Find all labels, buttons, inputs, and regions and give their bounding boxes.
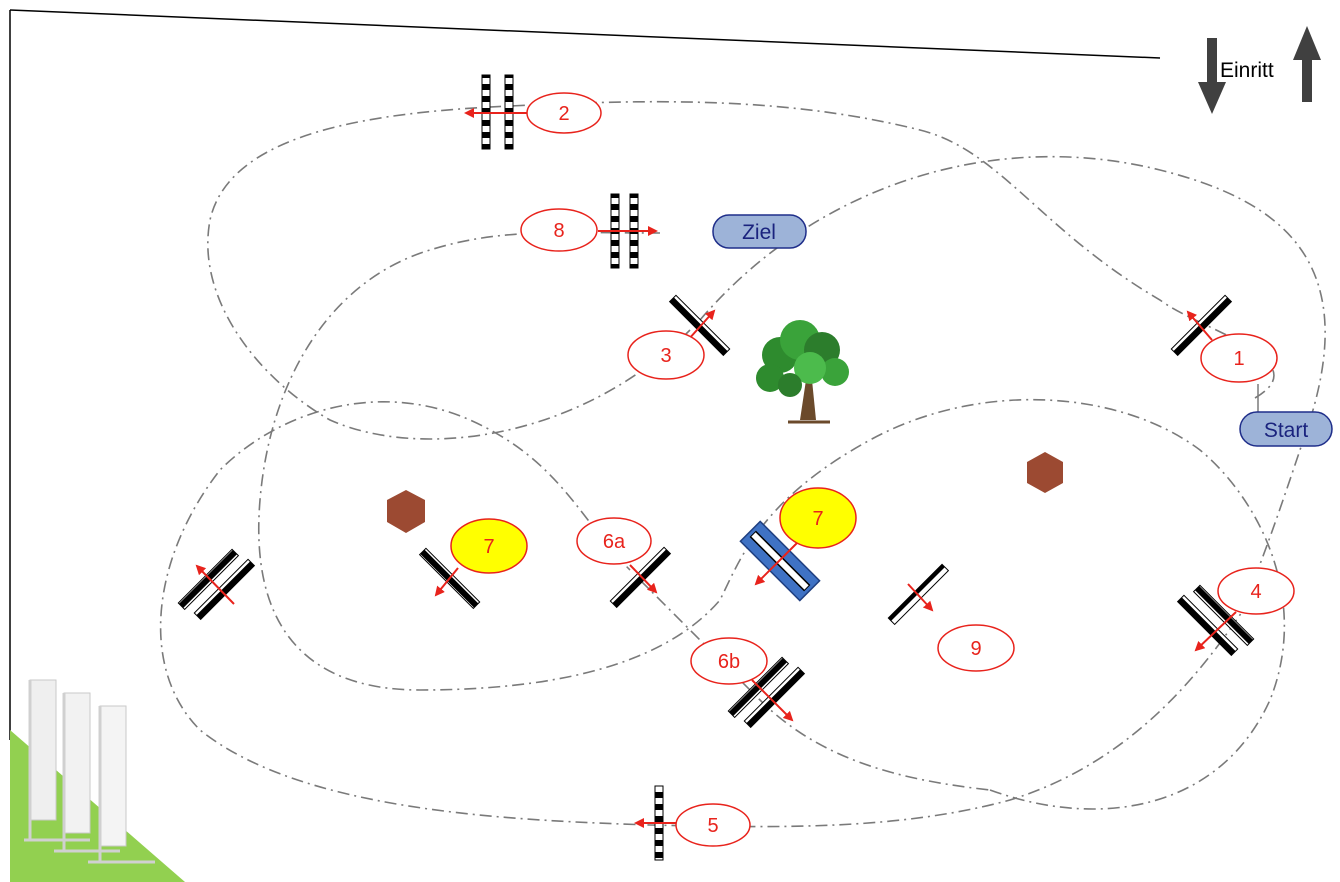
label-6b: 6b	[690, 637, 768, 685]
jump-6a	[609, 546, 672, 609]
flags-icon	[24, 679, 155, 864]
arrow-up-icon	[1293, 26, 1321, 102]
jump-6b	[727, 656, 806, 729]
label-7-left: 7	[450, 518, 528, 574]
svg-text:4: 4	[1250, 581, 1261, 603]
start-pill: Start	[1239, 411, 1333, 447]
label-6a: 6a	[576, 517, 652, 565]
jump-8	[598, 193, 658, 269]
jump-3	[668, 294, 731, 357]
flag-icon	[88, 705, 155, 864]
arena-border	[9, 9, 1161, 740]
jump-left-double	[177, 548, 256, 621]
svg-text:9: 9	[970, 638, 981, 660]
hexagon-marker	[1027, 452, 1063, 493]
svg-text:3: 3	[660, 345, 671, 367]
label-5: 5	[675, 803, 751, 847]
label-8: 8	[520, 208, 598, 252]
jump-7-left	[418, 547, 481, 610]
label-9: 9	[937, 624, 1015, 672]
flag-icon	[54, 692, 120, 853]
svg-text:2: 2	[558, 103, 569, 125]
svg-text:8: 8	[553, 220, 564, 242]
label-3: 3	[627, 330, 705, 380]
entry-label: Einritt	[1220, 59, 1274, 82]
svg-text:5: 5	[707, 815, 718, 837]
label-2: 2	[526, 92, 602, 134]
hexagon-marker	[387, 490, 425, 533]
jump-2	[464, 74, 528, 150]
jump-1	[1170, 294, 1233, 357]
flag-icon	[24, 679, 90, 842]
svg-text:6b: 6b	[718, 651, 740, 673]
tree-icon	[756, 320, 849, 424]
jump-5	[634, 785, 680, 861]
water-jump	[739, 520, 821, 602]
jump-4	[1176, 584, 1255, 657]
svg-text:7: 7	[812, 508, 823, 530]
route-paths	[159, 100, 1326, 828]
label-7-right: 7	[779, 487, 857, 549]
label-1: 1	[1200, 333, 1278, 383]
arrow-down-icon	[1198, 38, 1226, 114]
svg-text:7: 7	[483, 536, 494, 558]
svg-text:1: 1	[1233, 348, 1244, 370]
label-4: 4	[1217, 567, 1295, 615]
svg-text:Ziel: Ziel	[742, 221, 776, 244]
svg-text:Start: Start	[1264, 419, 1309, 442]
svg-text:6a: 6a	[603, 531, 626, 553]
jump-9	[887, 563, 950, 626]
finish-pill: Ziel	[712, 214, 807, 249]
